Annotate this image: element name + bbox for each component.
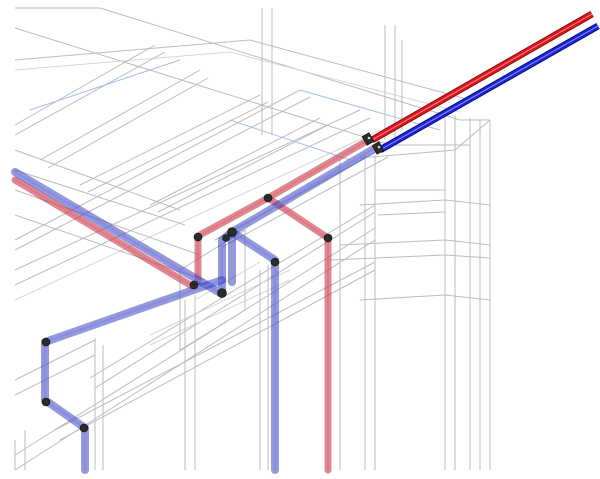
hot-supply-pipe[interactable]: [370, 10, 594, 144]
coupling-fitting[interactable]: [361, 132, 385, 155]
pipe-fittings[interactable]: [41, 132, 385, 433]
elbow-fitting[interactable]: [41, 193, 333, 433]
cold-supply-pipe[interactable]: [378, 22, 600, 154]
cold-branch-pipe[interactable]: [11, 146, 376, 474]
structural-frame: [14, 7, 491, 471]
hot-branch-pipe[interactable]: [11, 138, 369, 474]
